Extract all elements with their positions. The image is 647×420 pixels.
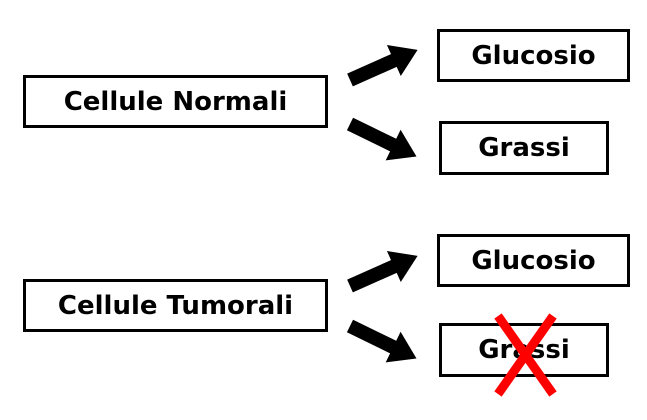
normal-glucose-label: Glucosio	[471, 40, 596, 71]
arrow-normal-fat-icon	[346, 117, 417, 161]
tumor-glucose-label: Glucosio	[471, 245, 596, 276]
normal-fat-box: Grassi	[439, 121, 609, 175]
normal-glucose-box: Glucosio	[437, 29, 630, 82]
normal-cells-label: Cellule Normali	[63, 86, 288, 117]
arrow-tumor-fat-icon	[346, 319, 417, 363]
tumor-cells-box: Cellule Tumorali	[23, 279, 328, 332]
tumor-cells-label: Cellule Tumorali	[57, 290, 294, 321]
normal-fat-label: Grassi	[478, 133, 570, 163]
arrow-tumor-glucose-icon	[347, 250, 418, 293]
arrow-normal-glucose-icon	[347, 44, 418, 87]
tumor-fat-label: Grassi	[478, 335, 570, 365]
tumor-glucose-box: Glucosio	[437, 234, 630, 287]
tumor-fat-box: Grassi	[439, 323, 609, 377]
normal-cells-box: Cellule Normali	[23, 75, 328, 128]
